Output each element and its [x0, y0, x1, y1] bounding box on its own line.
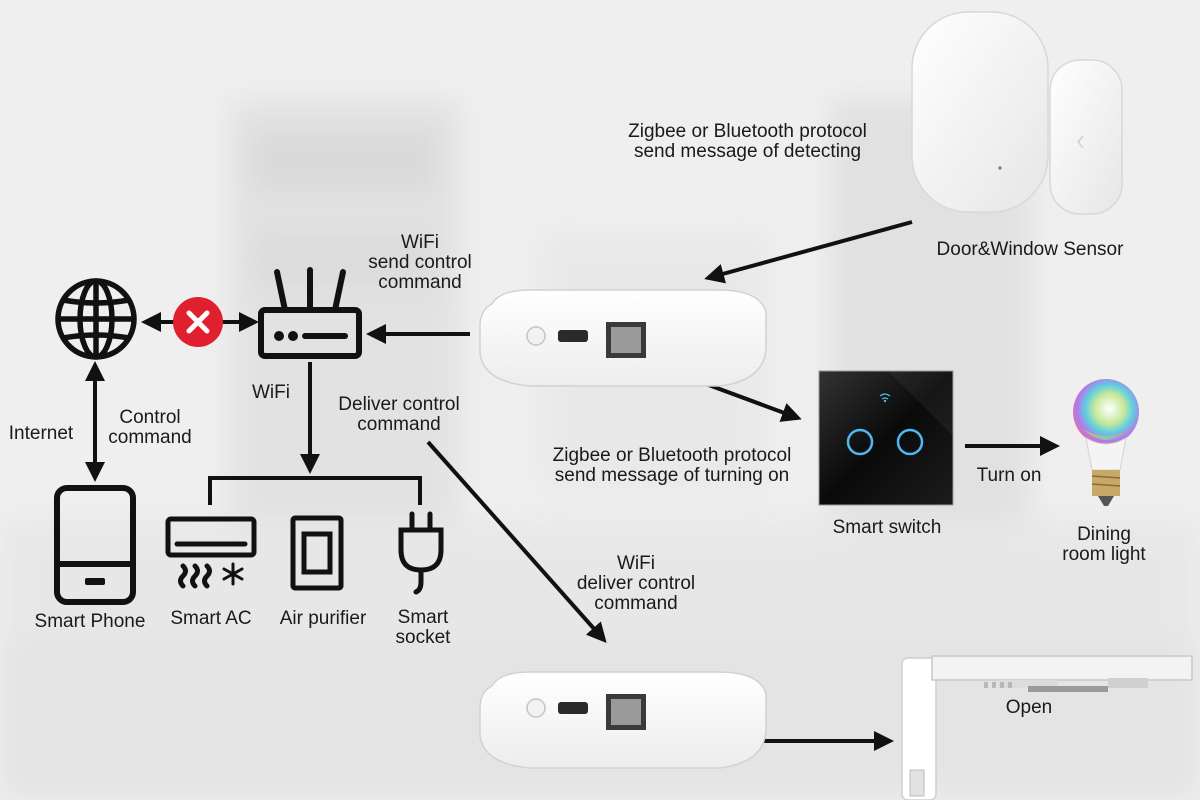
open-label: Open [1005, 697, 1053, 718]
wifi-send-label: WiFi send control command [340, 233, 500, 293]
air-purifier-label: Air purifier [279, 608, 367, 629]
smart-ac-label: Smart AC [170, 608, 252, 629]
door-window-sensor-label: Door&Window Sensor [936, 239, 1124, 260]
smart-socket-line-2: socket [395, 627, 451, 648]
plug-icon [398, 511, 444, 595]
sensor-protocol-line-2: send message of detecting [633, 141, 862, 162]
wifi-send-line-1: WiFi [401, 232, 439, 253]
wifi-deliver-label: WiFi deliver control command [560, 554, 712, 614]
wifi-deliver-line-1: WiFi [617, 553, 655, 574]
router-wifi-label: WiFi [252, 382, 290, 403]
control-command-label: Control command [100, 408, 200, 448]
internet-label: Internet [8, 423, 74, 444]
air-purifier-icon [290, 515, 344, 591]
smart-switch-label: Smart switch [832, 517, 942, 538]
router-icon [258, 267, 362, 359]
zigbee-hub-device [479, 289, 767, 387]
smart-phone-label: Smart Phone [34, 611, 146, 632]
arrow-hub-to-switch [705, 382, 802, 422]
rgb-bulb-device [1073, 379, 1139, 506]
switch-protocol-line-1: Zigbee or Bluetooth protocol [552, 445, 792, 466]
deliver-control-line-2: command [357, 414, 441, 435]
arrow-router-to-hub2 [426, 440, 607, 643]
switch-protocol-label: Zigbee or Bluetooth protocol send messag… [522, 446, 822, 486]
smart-socket-label: Smart socket [380, 608, 466, 648]
dining-light-line-2: room light [1062, 544, 1146, 565]
switch-protocol-line-2: send message of turning on [554, 465, 790, 486]
arrow-sensor-to-hub [704, 220, 913, 284]
air-conditioner-icon [165, 516, 257, 589]
wifi-send-line-3: command [378, 272, 462, 293]
zigbee-hub-device-2 [479, 671, 767, 769]
door-window-sensor-device [911, 11, 1123, 215]
sensor-protocol-label: Zigbee or Bluetooth protocol send messag… [600, 122, 895, 162]
smartphone-icon [54, 485, 136, 605]
sensor-protocol-line-1: Zigbee or Bluetooth protocol [628, 121, 867, 142]
dining-light-label: Dining room light [1046, 525, 1162, 565]
deliver-control-line-1: Deliver control [338, 394, 460, 415]
blocked-x-icon [173, 297, 223, 347]
wifi-send-line-2: send control [368, 252, 472, 273]
control-command-line-2: command [108, 427, 192, 448]
wifi-deliver-line-2: deliver control [576, 573, 696, 594]
touch-switch-device [818, 370, 954, 506]
dining-light-line-1: Dining [1077, 524, 1131, 545]
deliver-control-label: Deliver control command [318, 395, 480, 435]
curtain-motor-device [901, 655, 1193, 800]
appliance-bracket [208, 476, 422, 505]
wifi-deliver-line-3: command [594, 593, 678, 614]
smart-socket-line-1: Smart [397, 607, 449, 628]
turn-on-label: Turn on [976, 465, 1042, 486]
globe-icon [55, 278, 137, 360]
control-command-line-1: Control [119, 407, 181, 428]
